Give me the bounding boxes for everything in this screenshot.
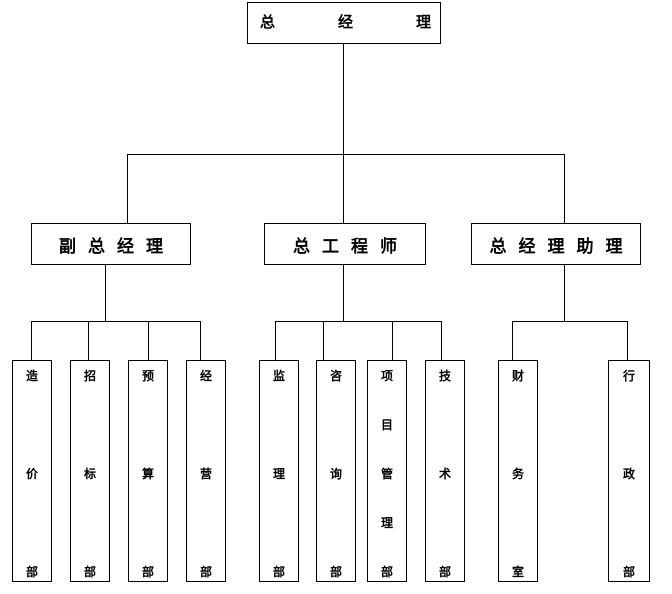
dept-box-supervision: 监 理 部	[259, 360, 299, 582]
dept-char: 部	[329, 565, 342, 579]
dept-char: 部	[25, 565, 38, 579]
dept-char: 项	[380, 369, 393, 383]
dept-char: 造	[25, 369, 38, 383]
assistant-general-manager-label: 总经理助理	[489, 236, 635, 257]
dept-box-cost: 造 价 部	[12, 360, 52, 582]
dept-char: 经	[199, 369, 212, 383]
dept-char: 标	[83, 467, 96, 481]
dept-char: 术	[438, 467, 451, 481]
dept-char: 询	[329, 467, 342, 481]
assistant-general-manager-box: 总经理助理	[471, 223, 641, 265]
dept-char: 监	[272, 369, 285, 383]
dept-box-consulting: 咨 询 部	[316, 360, 356, 582]
dept-char: 行	[622, 369, 635, 383]
dept-char: 务	[511, 467, 524, 481]
dept-box-budget: 预 算 部	[128, 360, 168, 582]
dept-char: 部	[199, 565, 212, 579]
dept-char: 理	[272, 467, 285, 481]
general-manager-char-2: 经	[338, 13, 354, 31]
dept-box-technical: 技 术 部	[425, 360, 465, 582]
dept-box-operations: 经 营 部	[186, 360, 226, 582]
deputy-general-manager-label: 副总经理	[59, 236, 175, 257]
general-manager-char-1: 总	[260, 13, 276, 31]
dept-char: 部	[438, 565, 451, 579]
chief-engineer-box: 总工程师	[264, 223, 426, 265]
deputy-general-manager-box: 副总经理	[31, 223, 191, 265]
dept-char: 管	[380, 467, 393, 481]
dept-char: 价	[25, 467, 38, 481]
chief-engineer-label: 总工程师	[293, 236, 409, 257]
general-manager-box: 总 经 理	[247, 2, 441, 44]
general-manager-char-3: 理	[416, 13, 432, 31]
dept-char: 技	[438, 369, 451, 383]
dept-char: 部	[141, 565, 154, 579]
dept-box-administration: 行 政 部	[608, 360, 650, 582]
dept-char: 室	[511, 565, 524, 579]
dept-char: 咨	[329, 369, 342, 383]
dept-box-finance: 财 务 室	[498, 360, 538, 582]
dept-box-bidding: 招 标 部	[70, 360, 110, 582]
dept-char: 政	[622, 467, 635, 481]
dept-char: 招	[83, 369, 96, 383]
dept-char: 部	[622, 565, 635, 579]
dept-char: 目	[380, 418, 393, 432]
dept-char: 部	[83, 565, 96, 579]
dept-box-project-management: 项 目 管 理 部	[367, 360, 407, 582]
dept-char: 理	[380, 516, 393, 530]
dept-char: 部	[380, 565, 393, 579]
dept-char: 算	[141, 467, 154, 481]
dept-char: 财	[511, 369, 524, 383]
dept-char: 营	[199, 467, 212, 481]
dept-char: 预	[141, 369, 154, 383]
dept-char: 部	[272, 565, 285, 579]
